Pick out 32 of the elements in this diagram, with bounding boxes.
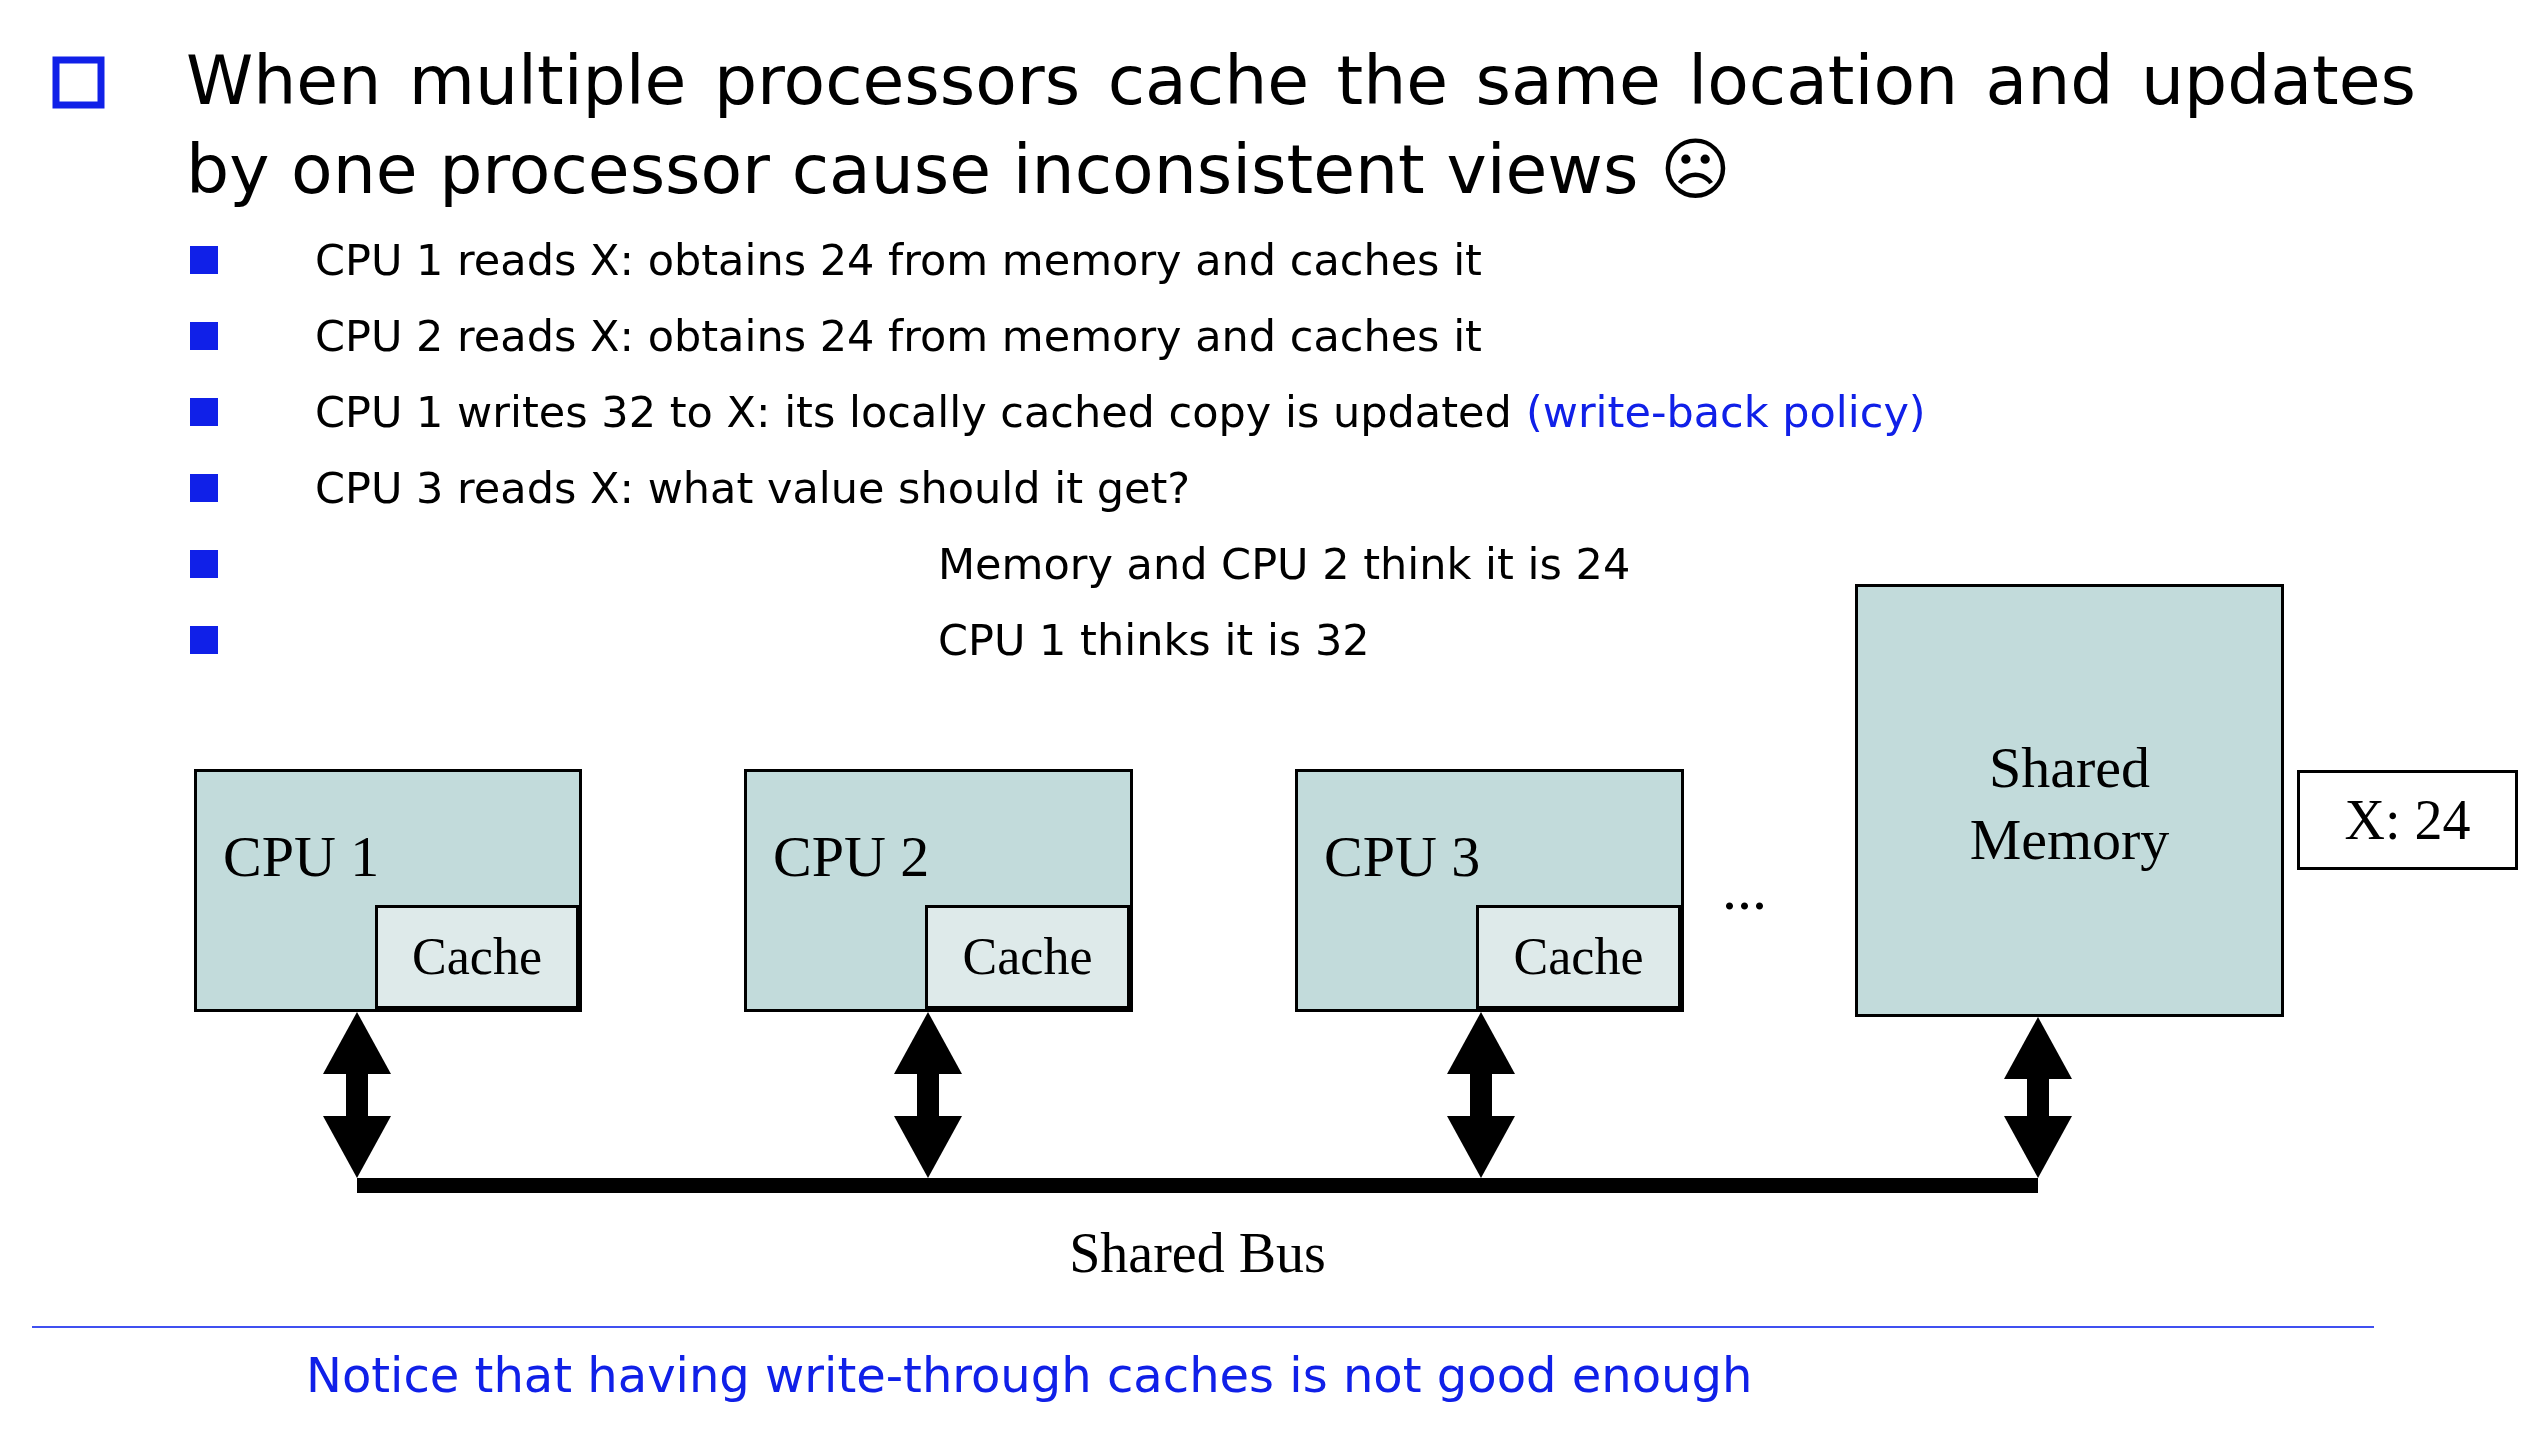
bullet-text: CPU 3 reads X: what value should it get?: [315, 462, 1191, 515]
cache-label: Cache: [1512, 927, 1645, 987]
bullet-text: CPU 1 thinks it is 32: [938, 614, 1370, 667]
bus-bar: [357, 1178, 2038, 1193]
value-box: [2297, 770, 2518, 870]
bullet-text: CPU 1 writes 32 to X: its locally cached copy is updated: [315, 386, 1512, 439]
double-arrow: [2004, 1017, 2072, 1178]
cache-label: Cache: [961, 927, 1094, 987]
cpu-box: [194, 769, 582, 1012]
ellipsis: ...: [1722, 855, 1767, 924]
bullet-text: Memory and CPU 2 think it is 24: [938, 538, 1631, 591]
cache-box: [925, 905, 1130, 1009]
memory-label: Shared Memory: [1968, 734, 2171, 874]
cpu-label: CPU 2: [773, 824, 930, 890]
cpu-label: CPU 3: [1324, 824, 1481, 890]
heading: When multiple processors cache the same location and updates by one processor cause inconsistent views ☹: [186, 40, 2416, 211]
double-arrow: [323, 1012, 391, 1178]
bullet-text: CPU 2 reads X: obtains 24 from memory and caches it: [315, 310, 1482, 363]
double-arrow: [894, 1012, 962, 1178]
cache-label: Cache: [411, 927, 543, 987]
cpu-label: CPU 1: [223, 824, 380, 890]
memory-box: [1855, 584, 2284, 1017]
cache-box: [1476, 905, 1681, 1009]
bullet-text: CPU 1 reads X: obtains 24 from memory and caches it: [315, 234, 1482, 287]
caption: Notice that having write-through caches is not good enough: [306, 1346, 1753, 1405]
policy-note: (write-back policy): [1526, 386, 1926, 439]
cpu-box: [1295, 769, 1684, 1012]
cpu-box: [744, 769, 1133, 1012]
value-label: X: 24: [2343, 788, 2472, 853]
double-arrow: [1447, 1012, 1515, 1178]
cache-box: [375, 905, 579, 1009]
bus-label: Shared Bus: [1068, 1221, 1327, 1285]
